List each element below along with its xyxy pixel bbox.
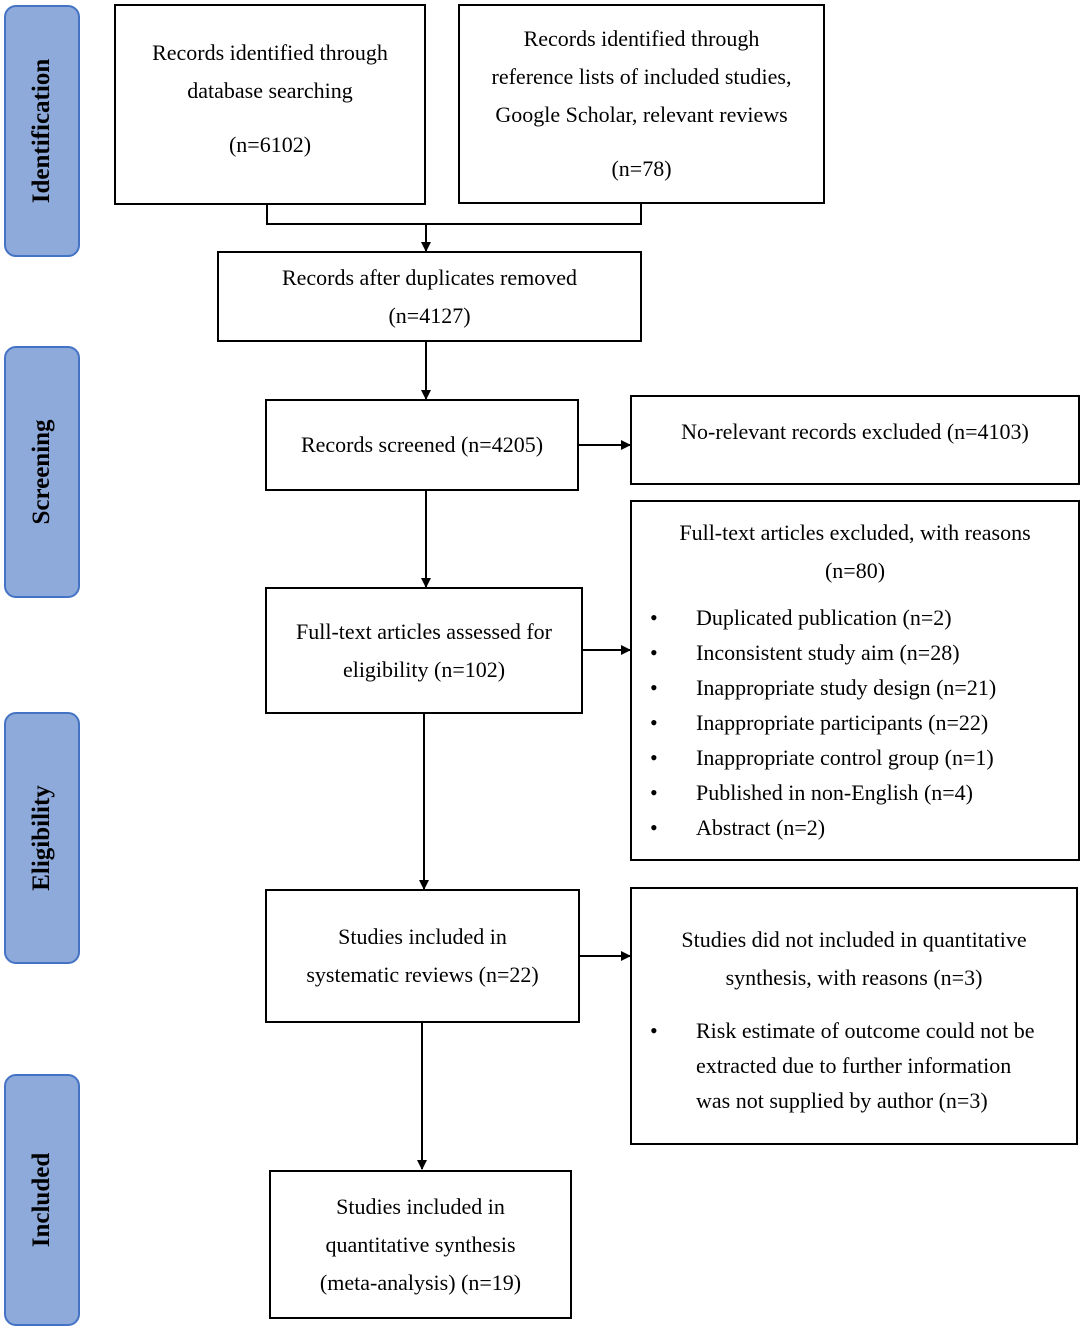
reason-line: was not supplied by author (n=3) [696, 1088, 988, 1113]
box-text: (meta-analysis) (n=19) [319, 1269, 522, 1295]
box-after-duplicates: Records after duplicates removed (n=4127… [217, 251, 642, 342]
box-text: Studies included in [336, 1193, 505, 1219]
list-item: Published in non-English (n=4) [632, 775, 1078, 810]
box-text: Google Scholar, relevant reviews [495, 102, 788, 127]
box-fulltext-excluded: Full-text articles excluded, with reason… [630, 500, 1080, 861]
box-text: (n=80) [824, 558, 886, 583]
box-text: systematic reviews (n=22) [306, 962, 539, 987]
exclusion-reasons-list: Duplicated publication (n=2) Inconsisten… [632, 600, 1078, 845]
box-count: (n=78) [611, 156, 672, 181]
box-text: synthesis, with reasons (n=3) [725, 965, 983, 990]
box-text: Records identified through [152, 40, 388, 65]
phase-identification: Identification [4, 5, 80, 257]
reason-line: extracted due to further information [696, 1053, 1012, 1078]
box-systematic-reviews: Studies included in systematic reviews (… [265, 889, 580, 1023]
box-text: quantitative synthesis [325, 1231, 516, 1257]
box-text: eligibility (n=102) [342, 656, 506, 682]
box-fulltext-assessed: Full-text articles assessed for eligibil… [265, 587, 583, 714]
reason-line: Risk estimate of outcome could not be [696, 1018, 1035, 1043]
list-item: Duplicated publication (n=2) [632, 600, 1078, 635]
phase-included: Included [4, 1074, 80, 1326]
phase-eligibility: Eligibility [4, 712, 80, 964]
box-not-quantitative: Studies did not included in quantitative… [630, 887, 1078, 1145]
list-item: Inappropriate control group (n=1) [632, 740, 1078, 775]
list-item: Abstract (n=2) [632, 810, 1078, 845]
list-item-continued: was not supplied by author (n=3) [632, 1083, 1076, 1118]
phase-screening: Screening [4, 346, 80, 598]
box-text: Records screened (n=4205) [300, 432, 544, 457]
box-count: (n=6102) [228, 132, 312, 157]
list-item: Inappropriate participants (n=22) [632, 705, 1078, 740]
box-text: reference lists of included studies, [491, 64, 792, 89]
box-database-records: Records identified through database sear… [114, 4, 426, 205]
box-records-excluded: No-relevant records excluded (n=4103) [630, 395, 1080, 485]
list-item: Risk estimate of outcome could not be [632, 1013, 1076, 1048]
box-text: No-relevant records excluded (n=4103) [681, 419, 1029, 444]
box-text: Studies included in [338, 924, 507, 949]
merge-connector [266, 204, 642, 225]
box-meta-analysis: Studies included in quantitative synthes… [269, 1170, 572, 1319]
list-item: Inappropriate study design (n=21) [632, 670, 1078, 705]
box-text: database searching [187, 78, 353, 103]
box-text: Records identified through [523, 26, 760, 51]
box-records-screened: Records screened (n=4205) [265, 399, 579, 491]
box-text: Studies did not included in quantitative [681, 927, 1027, 952]
list-item: Inconsistent study aim (n=28) [632, 635, 1078, 670]
box-text: Full-text articles assessed for [296, 618, 552, 644]
box-other-sources: Records identified through reference lis… [458, 4, 825, 204]
box-text: Records after duplicates removed [281, 264, 578, 290]
box-count: (n=4127) [388, 302, 471, 328]
list-item-continued: extracted due to further information [632, 1048, 1076, 1083]
box-text: Full-text articles excluded, with reason… [679, 520, 1031, 545]
not-quantitative-reasons-list: Risk estimate of outcome could not be ex… [632, 1013, 1076, 1118]
